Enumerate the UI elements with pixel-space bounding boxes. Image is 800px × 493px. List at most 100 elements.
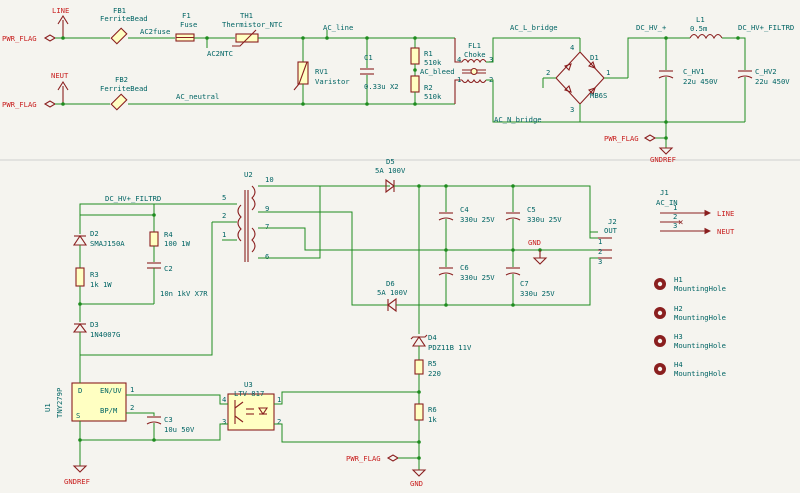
svg-text:Thermistor_NTC: Thermistor_NTC bbox=[222, 20, 283, 29]
svg-text:1k 1W: 1k 1W bbox=[90, 280, 112, 289]
svg-text:LTV-817: LTV-817 bbox=[234, 389, 264, 398]
svg-text:FerriteBead: FerriteBead bbox=[100, 14, 148, 23]
svg-text:C6: C6 bbox=[460, 263, 469, 272]
svg-text:5: 5 bbox=[222, 193, 226, 202]
svg-text:C5: C5 bbox=[527, 205, 536, 214]
connector-j1: J1 AC_IN 1 2 3 × LINE NEUT bbox=[656, 188, 735, 236]
wire-out-minus bbox=[396, 257, 598, 306]
mounting-hole-h1: H1 MountingHole bbox=[654, 275, 726, 293]
svg-text:R6: R6 bbox=[428, 405, 437, 414]
svg-text:0.33u X2: 0.33u X2 bbox=[364, 82, 399, 91]
svg-text:R2: R2 bbox=[424, 83, 433, 92]
svg-text:22u 450V: 22u 450V bbox=[755, 77, 790, 86]
svg-text:AC2NTC: AC2NTC bbox=[207, 49, 233, 58]
svg-text:LINE: LINE bbox=[717, 209, 734, 218]
svg-text:D4: D4 bbox=[428, 333, 437, 342]
svg-text:330u 25V: 330u 25V bbox=[460, 215, 495, 224]
svg-text:R3: R3 bbox=[90, 270, 99, 279]
svg-text:AC_N_bridge: AC_N_bridge bbox=[494, 115, 542, 124]
svg-text:1: 1 bbox=[277, 395, 281, 404]
svg-text:DC_HV+_FILTRD: DC_HV+_FILTRD bbox=[738, 23, 794, 32]
svg-text:100 1W: 100 1W bbox=[164, 239, 191, 248]
svg-text:TH1: TH1 bbox=[240, 11, 253, 20]
resistor-r1: R1 510k bbox=[410, 38, 442, 67]
svg-text:220: 220 bbox=[428, 369, 441, 378]
svg-text:2: 2 bbox=[130, 403, 134, 412]
svg-text:AC_L_bridge: AC_L_bridge bbox=[510, 23, 558, 32]
svg-text:2: 2 bbox=[277, 417, 281, 426]
wire-dc-hv-filtrd bbox=[722, 37, 746, 70]
svg-text:BP/M: BP/M bbox=[100, 406, 118, 415]
svg-text:1: 1 bbox=[457, 75, 461, 84]
svg-text:10u 50V: 10u 50V bbox=[164, 425, 195, 434]
mounting-hole-h4: H4 MountingHole bbox=[654, 360, 726, 378]
svg-text:D2: D2 bbox=[90, 229, 99, 238]
gnd-symbol-bottom: GND bbox=[410, 469, 427, 488]
wire-sec-10 bbox=[258, 185, 321, 250]
svg-text:4: 4 bbox=[222, 395, 226, 404]
svg-text:D3: D3 bbox=[90, 320, 99, 329]
resistor-r5: R5 220 bbox=[414, 359, 441, 404]
svg-text:5A 100V: 5A 100V bbox=[377, 288, 408, 297]
svg-text:AC_bleed: AC_bleed bbox=[420, 67, 455, 76]
svg-text:AC_IN: AC_IN bbox=[656, 198, 678, 207]
wire-out-plus bbox=[394, 185, 598, 233]
svg-text:3: 3 bbox=[222, 417, 226, 426]
svg-text:9: 9 bbox=[265, 204, 269, 213]
svg-text:R1: R1 bbox=[424, 49, 433, 58]
svg-text:C_HV2: C_HV2 bbox=[755, 67, 777, 76]
svg-text:J2: J2 bbox=[608, 217, 617, 226]
svg-text:1k: 1k bbox=[428, 415, 437, 424]
svg-text:FL1: FL1 bbox=[468, 41, 481, 50]
gndref-symbol-top: GNDREF bbox=[650, 147, 676, 164]
diode-d3: D3 1N4007G bbox=[72, 320, 120, 342]
svg-text:×: × bbox=[678, 218, 683, 228]
svg-text:AC2fuse: AC2fuse bbox=[140, 27, 170, 36]
svg-text:3: 3 bbox=[489, 55, 493, 64]
svg-text:D6: D6 bbox=[386, 279, 395, 288]
svg-text:C_HV1: C_HV1 bbox=[683, 67, 705, 76]
svg-text:U1: U1 bbox=[43, 403, 52, 412]
svg-text:L1: L1 bbox=[696, 15, 705, 24]
svg-text:H1: H1 bbox=[674, 275, 683, 284]
svg-text:PDZ11B 11V: PDZ11B 11V bbox=[428, 343, 472, 352]
svg-text:510k: 510k bbox=[424, 58, 442, 67]
svg-text:10: 10 bbox=[265, 175, 274, 184]
svg-text:MountingHole: MountingHole bbox=[674, 341, 726, 350]
svg-text:D1: D1 bbox=[590, 53, 599, 62]
svg-text:C2: C2 bbox=[164, 264, 173, 273]
svg-text:OUT: OUT bbox=[604, 226, 618, 235]
capacitor-c-hv2: C_HV2 22u 450V bbox=[737, 67, 790, 122]
capacitor-c5: C5 330u 25V bbox=[505, 186, 562, 250]
svg-text:330u 25V: 330u 25V bbox=[520, 289, 555, 298]
mounting-hole-h3: H3 MountingHole bbox=[654, 332, 726, 350]
svg-text:U2: U2 bbox=[244, 170, 253, 179]
capacitor-c2: C2 10n 1kV X7R bbox=[147, 262, 208, 304]
wire-ac-n-bridge bbox=[486, 79, 580, 123]
svg-text:TNY279P: TNY279P bbox=[55, 388, 64, 418]
gnd-symbol-mid bbox=[532, 250, 548, 265]
switcher-ic-u1: U1 TNY279P EN/UV BP/M D S 1 2 bbox=[43, 382, 134, 422]
svg-text:1N4007G: 1N4007G bbox=[90, 330, 120, 339]
svg-text:22u 450V: 22u 450V bbox=[683, 77, 718, 86]
svg-text:GND: GND bbox=[410, 479, 423, 488]
ferrite-bead-fb1: FB1 FerriteBead bbox=[100, 6, 148, 45]
thermistor-th1: TH1 Thermistor_NTC bbox=[222, 11, 283, 47]
svg-text:FB2: FB2 bbox=[115, 75, 128, 84]
transformer-u2: U2 10 9 7 6 5 2 1 bbox=[222, 170, 274, 262]
svg-text:F1: F1 bbox=[182, 11, 191, 20]
svg-text:C7: C7 bbox=[520, 279, 529, 288]
resistor-r6: R6 1k bbox=[414, 403, 437, 470]
svg-text:7: 7 bbox=[265, 222, 269, 231]
resistor-r4: R4 100 1W bbox=[149, 230, 191, 262]
svg-text:NEUT: NEUT bbox=[717, 227, 735, 236]
fuse-f1: F1 Fuse bbox=[175, 11, 197, 42]
capacitor-c6: C6 330u 25V bbox=[438, 250, 495, 305]
neut-power-symbol: NEUT bbox=[51, 71, 69, 104]
gndref-symbol-bottom: GNDREF bbox=[64, 465, 90, 486]
connector-j2: J2 OUT 1 2 3 bbox=[598, 217, 618, 266]
svg-text:PWR_FLAG: PWR_FLAG bbox=[604, 134, 639, 143]
capacitor-c-hv1: C_HV1 22u 450V bbox=[658, 38, 718, 122]
pwr-flag-gndref: PWR_FLAG bbox=[604, 134, 657, 143]
